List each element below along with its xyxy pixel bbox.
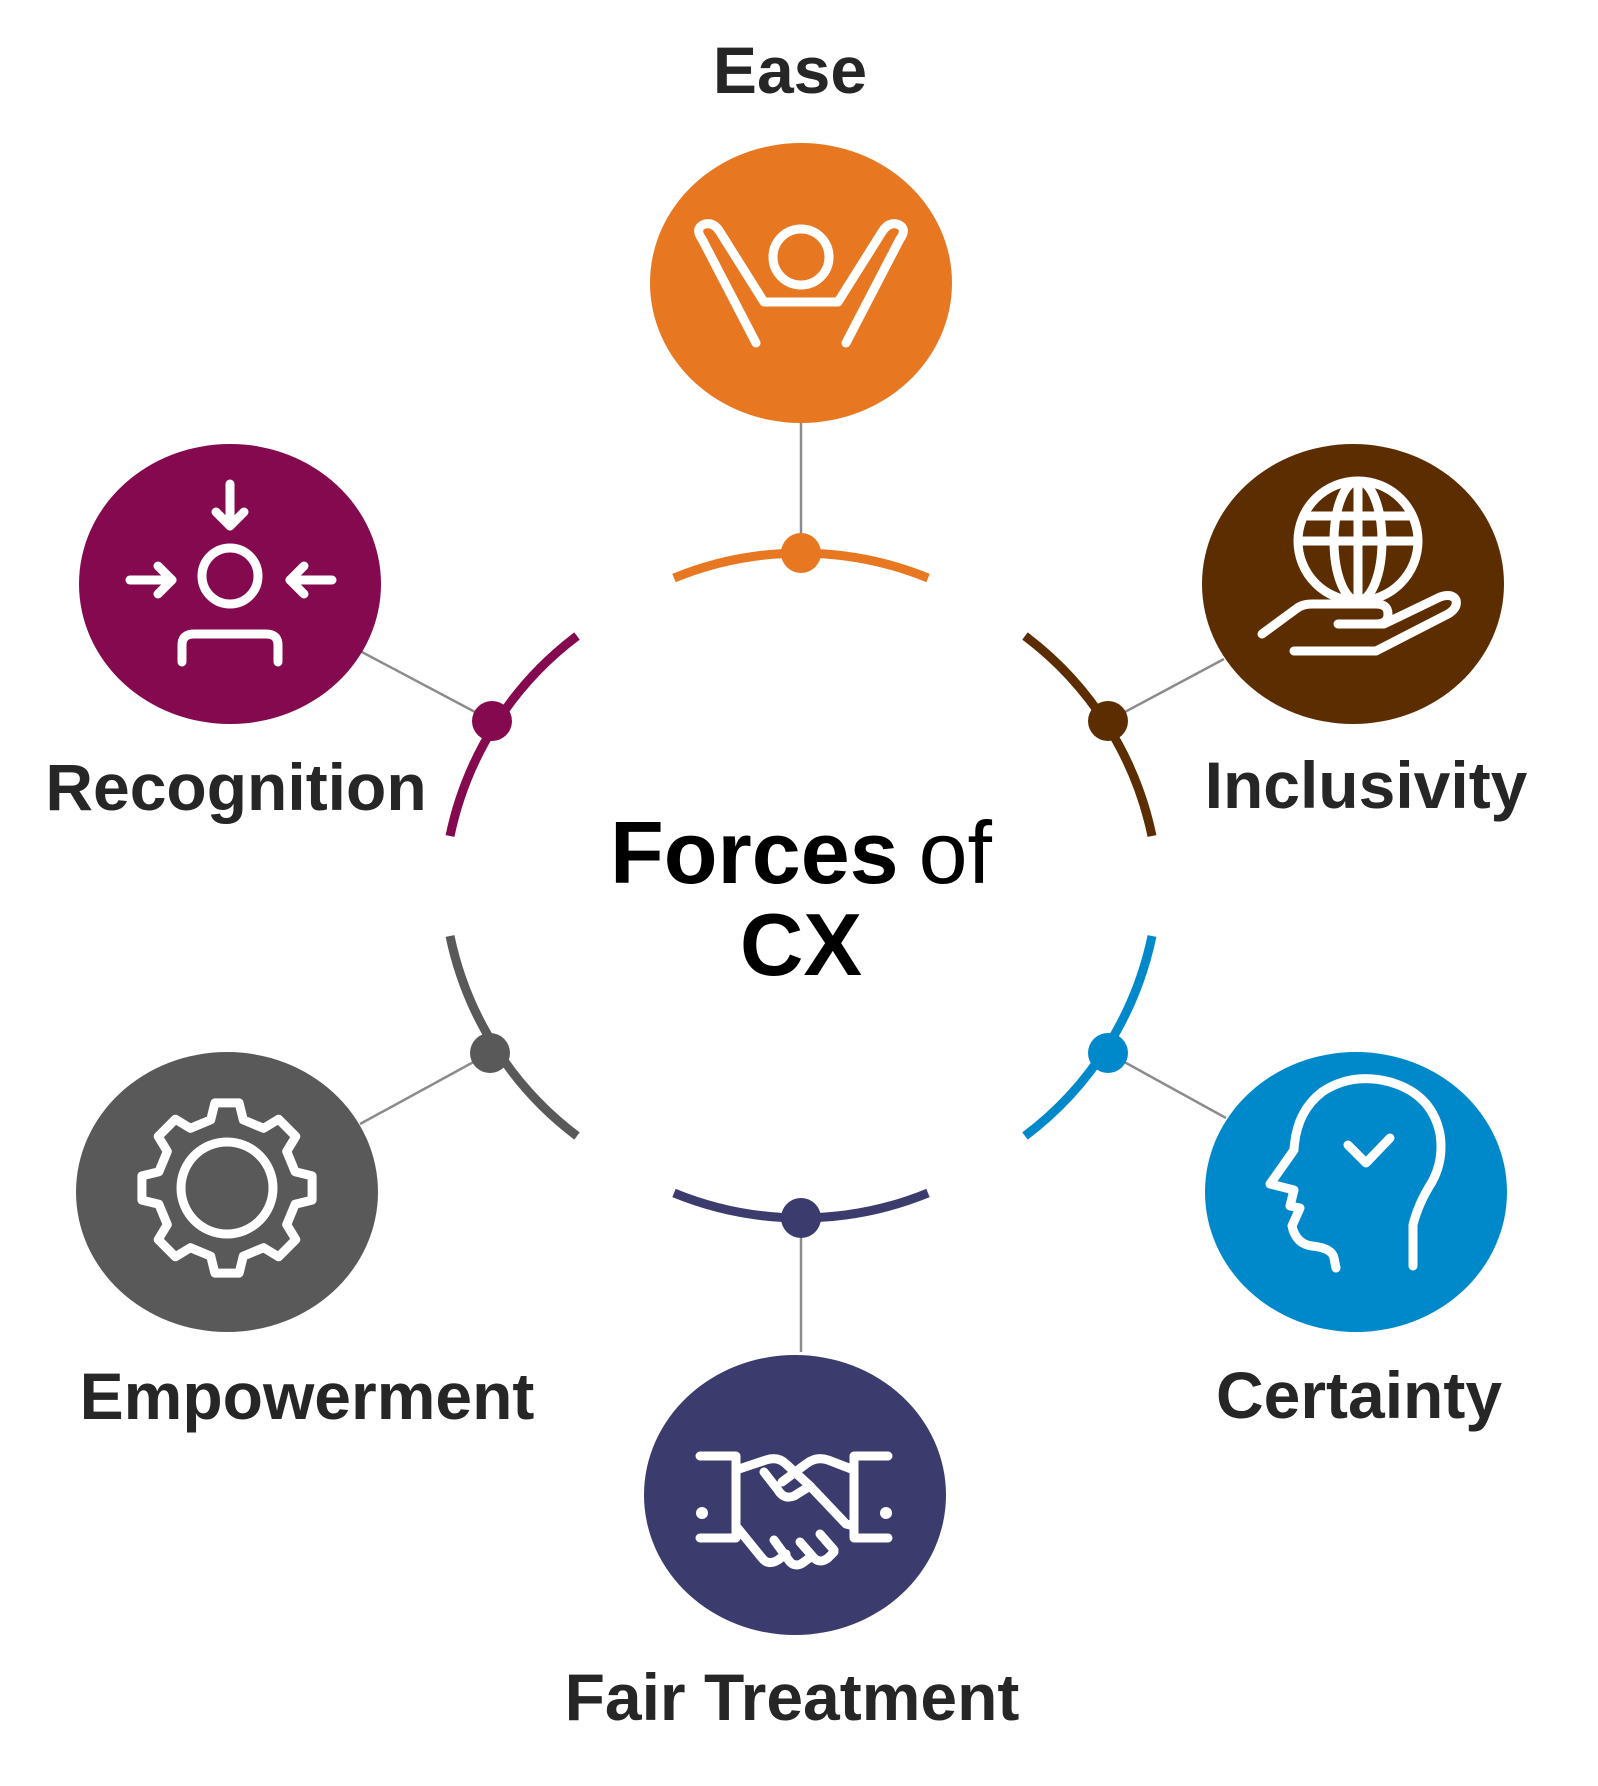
connector-empowerment [359, 1051, 491, 1126]
center-title-line2: CX [740, 895, 862, 994]
head-checkmark-icon [1265, 1074, 1446, 1273]
celebrating-person-icon [694, 219, 908, 348]
dot-empowerment [470, 1033, 510, 1073]
arc-certainty [1022, 935, 1157, 1140]
connector-lines [359, 420, 1227, 1352]
arc-empowerment [445, 935, 580, 1140]
node-recognition: Recognition [45, 444, 427, 824]
person-focus-icon [125, 479, 337, 667]
certainty-circle [1205, 1052, 1507, 1332]
empowerment-label: Empowerment [80, 1359, 535, 1433]
arc-recognition [445, 632, 580, 837]
connector-dots [470, 533, 1128, 1238]
inclusivity-circle [1202, 444, 1504, 724]
dot-ease [781, 533, 821, 573]
dot-recognition [472, 701, 512, 741]
dot-certainty [1088, 1033, 1128, 1073]
connector-recognition [359, 649, 493, 723]
empowerment-circle [76, 1052, 378, 1332]
center-title-connector: of [919, 803, 993, 902]
fair-treatment-label: Fair Treatment [565, 1660, 1020, 1734]
certainty-label: Certainty [1216, 1358, 1502, 1432]
globe-in-hand-icon [1257, 476, 1461, 656]
connector-inclusivity [1107, 657, 1225, 723]
node-ease: Ease [650, 33, 952, 423]
dot-inclusivity [1088, 701, 1128, 741]
arc-inclusivity [1022, 632, 1157, 837]
recognition-label: Recognition [45, 750, 426, 824]
dot-fair-treatment [781, 1198, 821, 1238]
node-inclusivity: Inclusivity [1202, 444, 1528, 822]
node-fair-treatment: Fair Treatment [565, 1355, 1020, 1734]
node-certainty: Certainty [1205, 1052, 1507, 1432]
center-title-bold: Forces [610, 803, 899, 902]
node-empowerment: Empowerment [76, 1052, 534, 1433]
inclusivity-label: Inclusivity [1205, 748, 1528, 822]
gear-icon [137, 1098, 317, 1278]
connector-certainty [1107, 1051, 1227, 1120]
handshake-icon [695, 1451, 893, 1570]
recognition-circle [79, 444, 381, 724]
ease-label: Ease [713, 33, 867, 107]
